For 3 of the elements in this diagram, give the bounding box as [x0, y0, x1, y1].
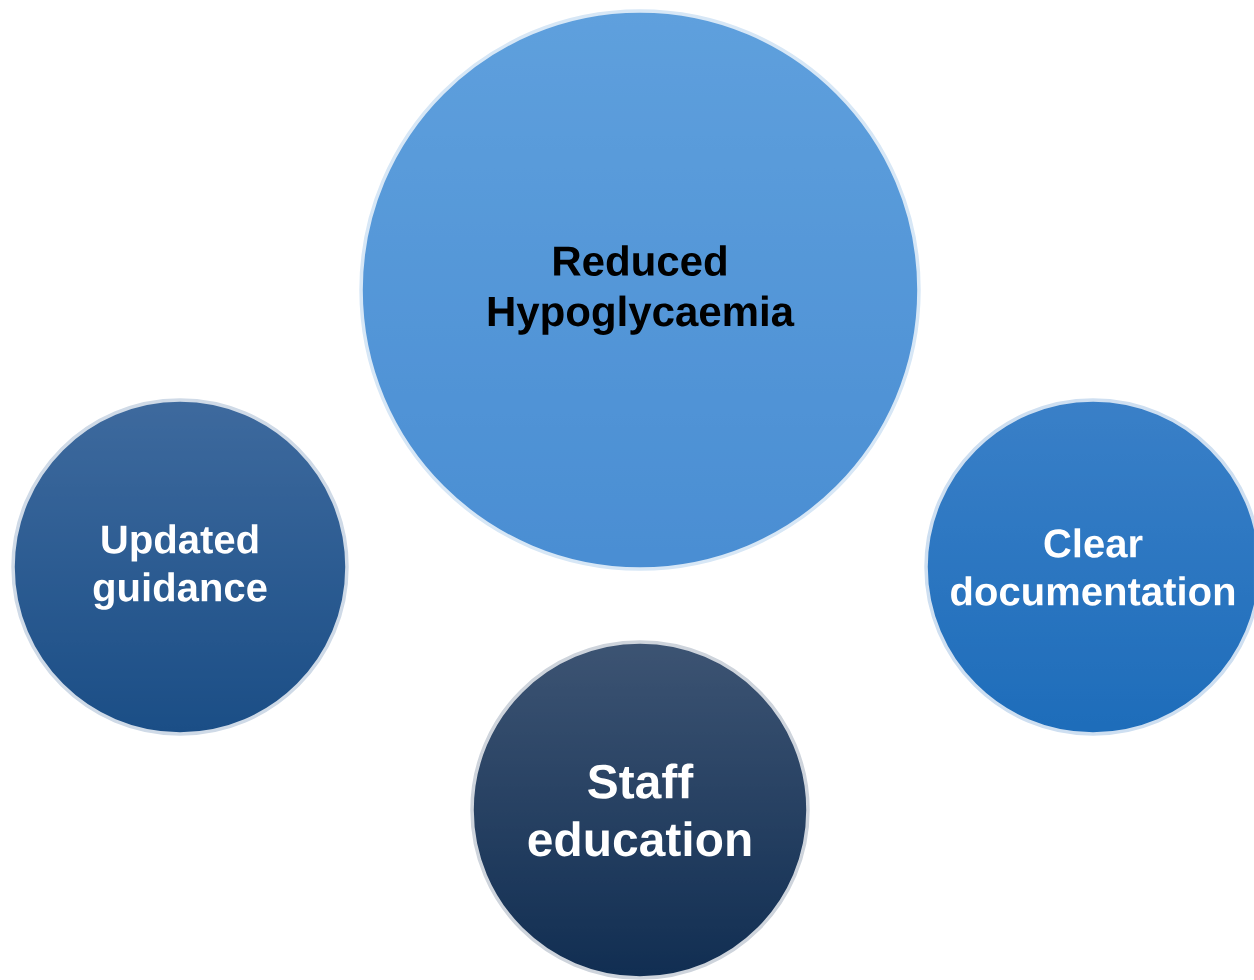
circle-node: Updated guidance — [11, 398, 349, 736]
circle-node: Staff education — [470, 640, 810, 980]
circle-node: Reduced Hypoglycaemia — [359, 9, 921, 571]
